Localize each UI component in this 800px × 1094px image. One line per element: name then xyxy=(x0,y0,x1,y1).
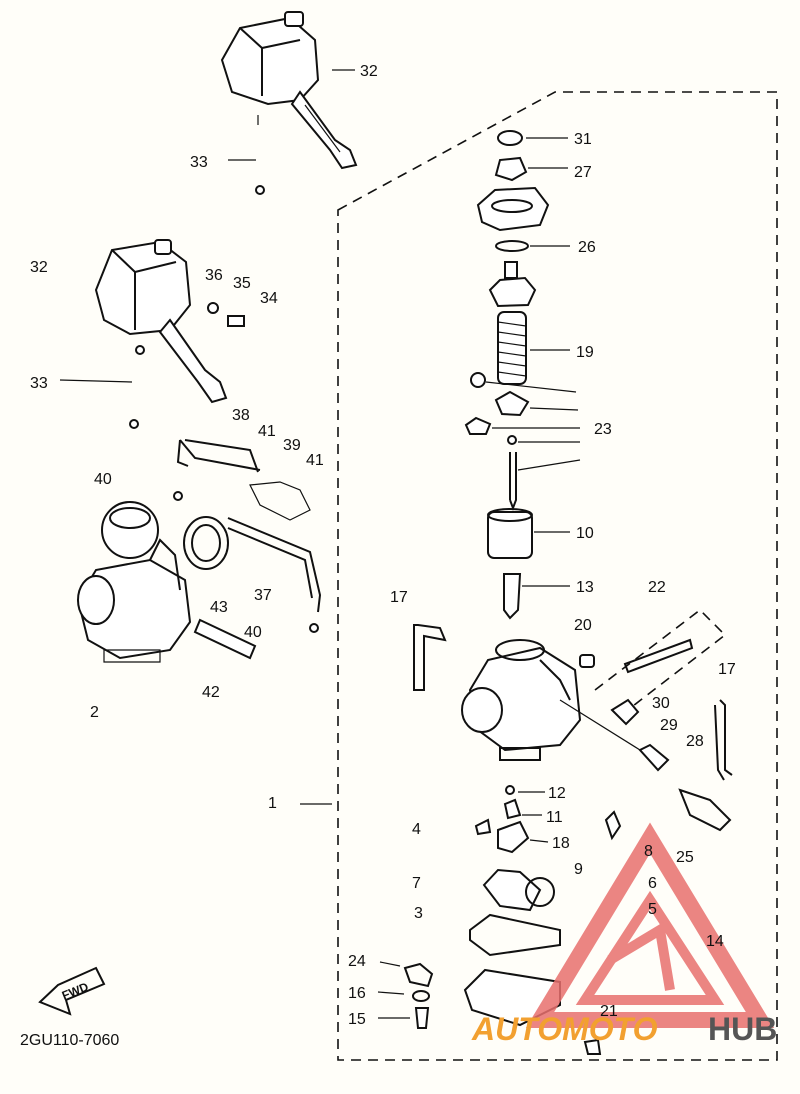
valve-spring xyxy=(497,311,527,385)
label-8: 8 xyxy=(644,843,653,860)
label-33: 33 xyxy=(30,375,48,392)
label-28: 28 xyxy=(686,733,704,750)
label-26: 26 xyxy=(578,239,596,256)
label-33-top: 33 xyxy=(190,154,208,171)
watermark-logo xyxy=(525,822,775,1028)
label-6: 6 xyxy=(648,875,657,892)
label-32-top: 32 xyxy=(360,63,378,80)
part-top-cover xyxy=(476,186,550,232)
jet-needle xyxy=(509,452,517,511)
vent-hose xyxy=(176,439,261,471)
label-29: 29 xyxy=(660,717,678,734)
drain-tube xyxy=(193,618,257,660)
label-43: 43 xyxy=(210,599,228,616)
label-40-b: 40 xyxy=(244,624,262,641)
label-2: 2 xyxy=(90,704,99,721)
label-32: 32 xyxy=(30,259,48,276)
throttle-assembly-top xyxy=(220,11,358,170)
label-40-a: 40 xyxy=(94,471,112,488)
callout-labels: 32 33 32 36 35 34 33 38 41 39 41 40 37 4… xyxy=(20,63,736,1049)
label-14: 14 xyxy=(706,933,724,950)
label-9: 9 xyxy=(574,861,583,878)
label-25: 25 xyxy=(676,849,694,866)
label-20: 20 xyxy=(574,617,592,634)
label-39: 39 xyxy=(283,437,301,454)
float xyxy=(482,868,542,912)
label-17-b: 17 xyxy=(718,661,736,678)
label-35: 35 xyxy=(233,275,251,292)
label-1: 1 xyxy=(268,795,277,812)
forward-arrow: FWD xyxy=(38,966,106,1016)
watermark-text-orange: AUTOMOTO xyxy=(471,1011,658,1047)
float-chamber-gasket xyxy=(469,913,561,957)
overflow-hose-left xyxy=(413,624,447,691)
watermark-text: AUTOMOTO HUB xyxy=(471,1011,777,1047)
throttle-assembly-middle xyxy=(94,239,228,404)
label-13: 13 xyxy=(576,579,594,596)
part-cap xyxy=(497,130,523,146)
overflow-hose-right xyxy=(714,699,733,781)
assembly-boundary xyxy=(337,91,778,1061)
carburetor-body xyxy=(461,639,582,761)
hose-clamp xyxy=(183,516,229,570)
label-22: 22 xyxy=(648,579,666,596)
label-21: 21 xyxy=(600,1003,618,1020)
label-24: 24 xyxy=(348,953,366,970)
throttle-valve xyxy=(487,511,533,559)
label-41-a: 41 xyxy=(258,423,276,440)
air-pipe xyxy=(227,517,322,613)
label-23: 23 xyxy=(594,421,612,438)
carburetor-complete xyxy=(76,501,192,663)
label-7: 7 xyxy=(412,875,421,892)
label-12: 12 xyxy=(548,785,566,802)
label-10: 10 xyxy=(576,525,594,542)
label-36: 36 xyxy=(205,267,223,284)
label-15: 15 xyxy=(348,1011,366,1028)
label-16: 16 xyxy=(348,985,366,1002)
label-18: 18 xyxy=(552,835,570,852)
label-5: 5 xyxy=(648,901,657,918)
watermark-text-grey: HUB xyxy=(708,1011,777,1047)
label-42: 42 xyxy=(202,684,220,701)
label-34: 34 xyxy=(260,290,278,307)
label-31: 31 xyxy=(574,131,592,148)
label-3: 3 xyxy=(414,905,423,922)
label-30: 30 xyxy=(652,695,670,712)
label-27: 27 xyxy=(574,164,592,181)
drawing-code: 2GU110-7060 xyxy=(20,1032,119,1049)
label-41-b: 41 xyxy=(306,452,324,469)
label-11: 11 xyxy=(546,809,563,826)
label-19: 19 xyxy=(576,344,594,361)
label-17-a: 17 xyxy=(390,589,408,606)
label-37: 37 xyxy=(254,587,272,604)
label-4: 4 xyxy=(412,821,421,838)
label-38: 38 xyxy=(232,407,250,424)
